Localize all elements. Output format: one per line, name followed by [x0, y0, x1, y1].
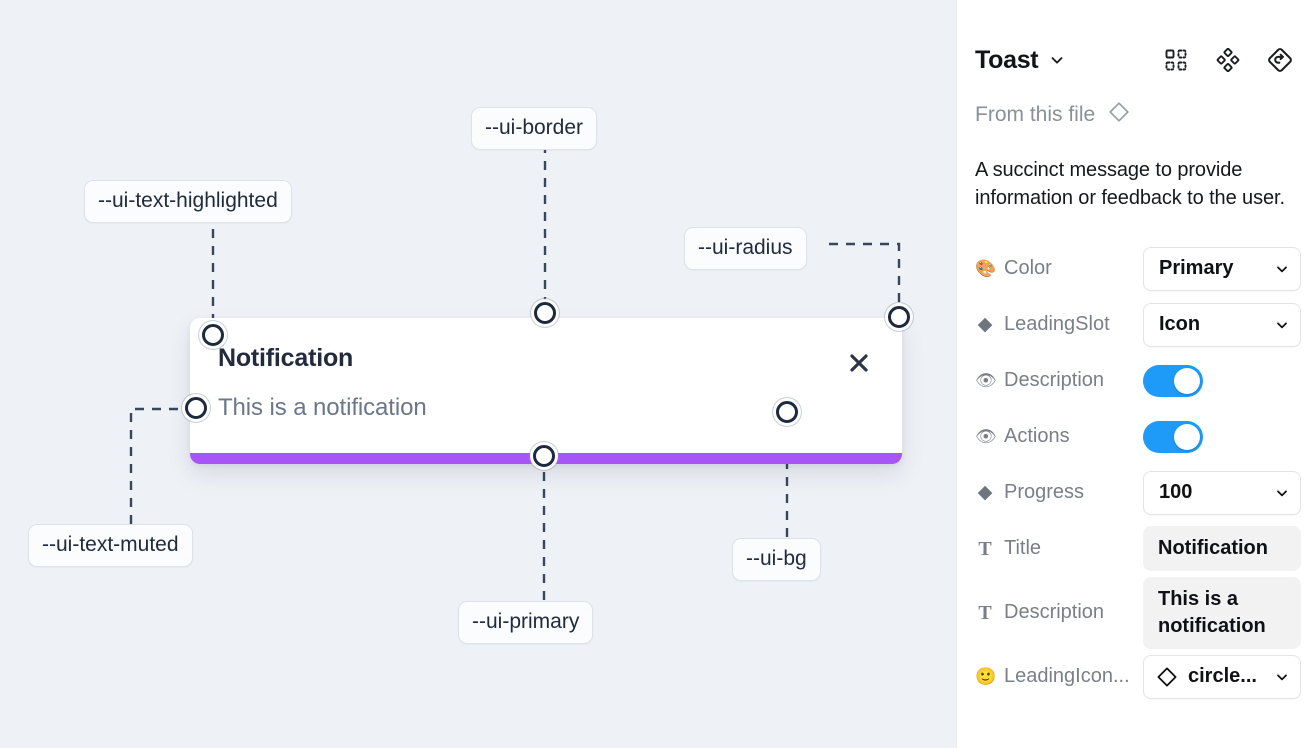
- actions-toggle[interactable]: [1143, 420, 1203, 453]
- property-label-actions: 👁 Actions: [975, 425, 1143, 448]
- chevron-down-icon: [1274, 261, 1290, 277]
- property-row-description-text: T Description This is a notification: [975, 576, 1301, 649]
- leading-slot-select-value: Icon: [1159, 313, 1201, 336]
- palette-icon: 🎨: [975, 259, 997, 279]
- toggle-knob: [1174, 423, 1200, 450]
- close-x-icon[interactable]: [844, 348, 874, 378]
- property-label-text: Description: [1004, 601, 1105, 624]
- toast-title: Notification: [218, 344, 354, 372]
- chevron-down-icon: [1274, 317, 1290, 333]
- variants-diamond-icon[interactable]: [1214, 46, 1242, 74]
- text-icon: T: [978, 601, 992, 624]
- anchor-handle-bg[interactable]: [776, 401, 798, 423]
- design-canvas[interactable]: --ui-border --ui-text-highlighted --ui-r…: [0, 0, 956, 748]
- properties-panel: Toast: [956, 0, 1312, 748]
- chevron-down-icon[interactable]: [1048, 51, 1066, 69]
- reset-instance-icon[interactable]: [1266, 46, 1294, 74]
- property-label-leading-slot: ◆ LeadingSlot: [975, 313, 1143, 336]
- toggle-knob: [1174, 367, 1200, 394]
- progress-select-value: 100: [1159, 481, 1193, 504]
- property-label-text: LeadingSlot: [1004, 313, 1110, 336]
- description-input[interactable]: This is a notification: [1143, 576, 1301, 649]
- eye-icon: 👁: [975, 371, 997, 391]
- token-label-ui-text-highlighted[interactable]: --ui-text-highlighted: [84, 180, 292, 223]
- property-list: 🎨 Color Primary ◆ LeadingSlot: [975, 241, 1301, 705]
- token-label-ui-border[interactable]: --ui-border: [471, 107, 598, 150]
- property-label-text: Progress: [1004, 481, 1085, 504]
- color-select-value: Primary: [1159, 257, 1234, 280]
- diamond-component-icon: [1107, 100, 1131, 130]
- header-icon-group: [1162, 46, 1294, 74]
- description-toggle[interactable]: [1143, 364, 1203, 397]
- chevron-down-icon: [1274, 669, 1290, 685]
- property-row-title: T Title Notification: [975, 521, 1301, 577]
- property-label-description: 👁 Description: [975, 369, 1143, 392]
- property-row-actions-toggle: 👁 Actions: [975, 409, 1294, 465]
- anchor-handle-primary[interactable]: [533, 445, 555, 467]
- panel-header: Toast: [975, 28, 1294, 92]
- property-row-leading-slot: ◆ LeadingSlot Icon: [975, 297, 1301, 353]
- text-icon: T: [978, 537, 992, 560]
- eye-icon: 👁: [975, 427, 997, 447]
- leading-icon-select-value: circle...: [1188, 665, 1257, 688]
- property-row-description-toggle: 👁 Description: [975, 353, 1294, 409]
- component-grid-icon[interactable]: [1162, 46, 1190, 74]
- token-label-ui-bg[interactable]: --ui-bg: [732, 538, 821, 581]
- anchor-handle-text-muted[interactable]: [185, 397, 207, 419]
- token-label-ui-radius[interactable]: --ui-radius: [684, 227, 807, 270]
- diamond-component-icon: [1155, 665, 1179, 689]
- from-this-file-row: From this file: [975, 100, 1294, 130]
- diamond-icon: ◆: [977, 314, 993, 336]
- smiley-icon: 🙂: [975, 667, 997, 687]
- property-row-color: 🎨 Color Primary: [975, 241, 1301, 297]
- anchor-handle-text-highlighted[interactable]: [202, 324, 224, 346]
- diamond-icon: ◆: [977, 482, 993, 504]
- leading-slot-select[interactable]: Icon: [1143, 302, 1301, 347]
- property-label-text: Title: [1004, 537, 1042, 560]
- chevron-down-icon: [1274, 485, 1290, 501]
- property-row-progress: ◆ Progress 100: [975, 465, 1301, 521]
- color-select[interactable]: Primary: [1143, 246, 1301, 291]
- property-label-progress: ◆ Progress: [975, 481, 1143, 504]
- from-this-file-label: From this file: [975, 103, 1096, 126]
- property-label-leading-icon: 🙂 LeadingIcon...: [975, 665, 1143, 688]
- leading-icon-select[interactable]: circle...: [1143, 654, 1301, 699]
- property-label-text: Actions: [1004, 425, 1070, 448]
- component-description: A succinct message to provide informatio…: [975, 159, 1285, 210]
- progress-select[interactable]: 100: [1143, 470, 1301, 515]
- anchor-handle-border[interactable]: [534, 302, 556, 324]
- token-label-ui-primary[interactable]: --ui-primary: [458, 601, 594, 644]
- title-input[interactable]: Notification: [1143, 526, 1301, 572]
- property-label-description-text: T Description: [975, 601, 1143, 624]
- property-label-title: T Title: [975, 537, 1143, 560]
- page-title: Toast: [975, 45, 1039, 74]
- toast-component-preview[interactable]: Notification This is a notification: [190, 318, 902, 464]
- property-label-text: Description: [1004, 369, 1105, 392]
- property-label-text: Color: [1004, 257, 1052, 280]
- property-label-color: 🎨 Color: [975, 257, 1143, 280]
- property-row-leading-icon: 🙂 LeadingIcon... circle...: [975, 649, 1301, 705]
- anchor-handle-radius[interactable]: [888, 306, 910, 328]
- token-label-ui-text-muted[interactable]: --ui-text-muted: [28, 524, 193, 567]
- toast-description: This is a notification: [218, 394, 427, 421]
- property-label-text: LeadingIcon...: [1004, 665, 1130, 688]
